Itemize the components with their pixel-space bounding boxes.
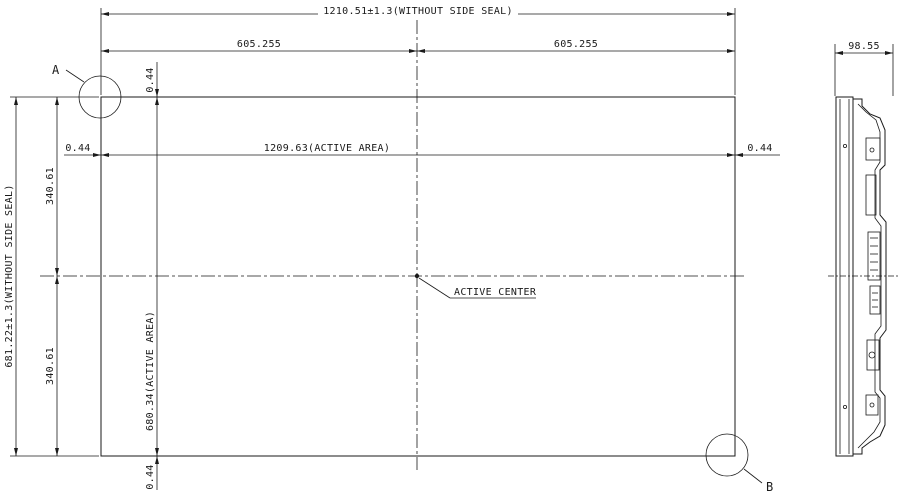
active-center-point [414,273,420,279]
border-left-label: 0.44 [65,143,90,154]
overall-height-label: 681.22±1.3(WITHOUT SIDE SEAL) [4,184,15,367]
half-width-dimensions: 605.255 605.255 [101,39,735,53]
half-height-dimensions: 340.61 340.61 [45,97,59,456]
detail-a-marker: A [52,63,122,119]
active-center-label: ACTIVE CENTER [454,287,537,298]
detail-b-marker: B [705,433,773,494]
border-top-label: 0.44 [145,67,156,92]
active-width-label: 1209.63(ACTIVE AREA) [264,143,390,154]
detail-a-label: A [52,63,60,77]
border-right-label: 0.44 [747,143,772,154]
panel-outline [100,96,736,457]
overall-width-dimension: 1210.51±1.3(WITHOUT SIDE SEAL) [100,5,736,95]
half-height-bottom-label: 340.61 [45,347,56,385]
half-width-right-label: 605.255 [554,39,598,50]
active-width-dimension: 1209.63(ACTIVE AREA) 0.44 0.44 [64,143,780,157]
overall-width-label: 1210.51±1.3(WITHOUT SIDE SEAL) [323,6,513,17]
border-bottom-label: 0.44 [145,464,156,489]
side-view: 98.55 [828,41,900,457]
overall-height-dimension: 681.22±1.3(WITHOUT SIDE SEAL) [4,96,99,457]
active-height-dimension: 680.34(ACTIVE AREA) 0.44 0.44 [145,62,159,490]
active-height-label: 680.34(ACTIVE AREA) [145,311,156,431]
detail-b-label: B [766,480,773,494]
half-height-top-label: 340.61 [45,167,56,205]
active-center-callout: ACTIVE CENTER [418,277,537,299]
depth-label: 98.55 [848,41,880,52]
half-width-left-label: 605.255 [237,39,281,50]
